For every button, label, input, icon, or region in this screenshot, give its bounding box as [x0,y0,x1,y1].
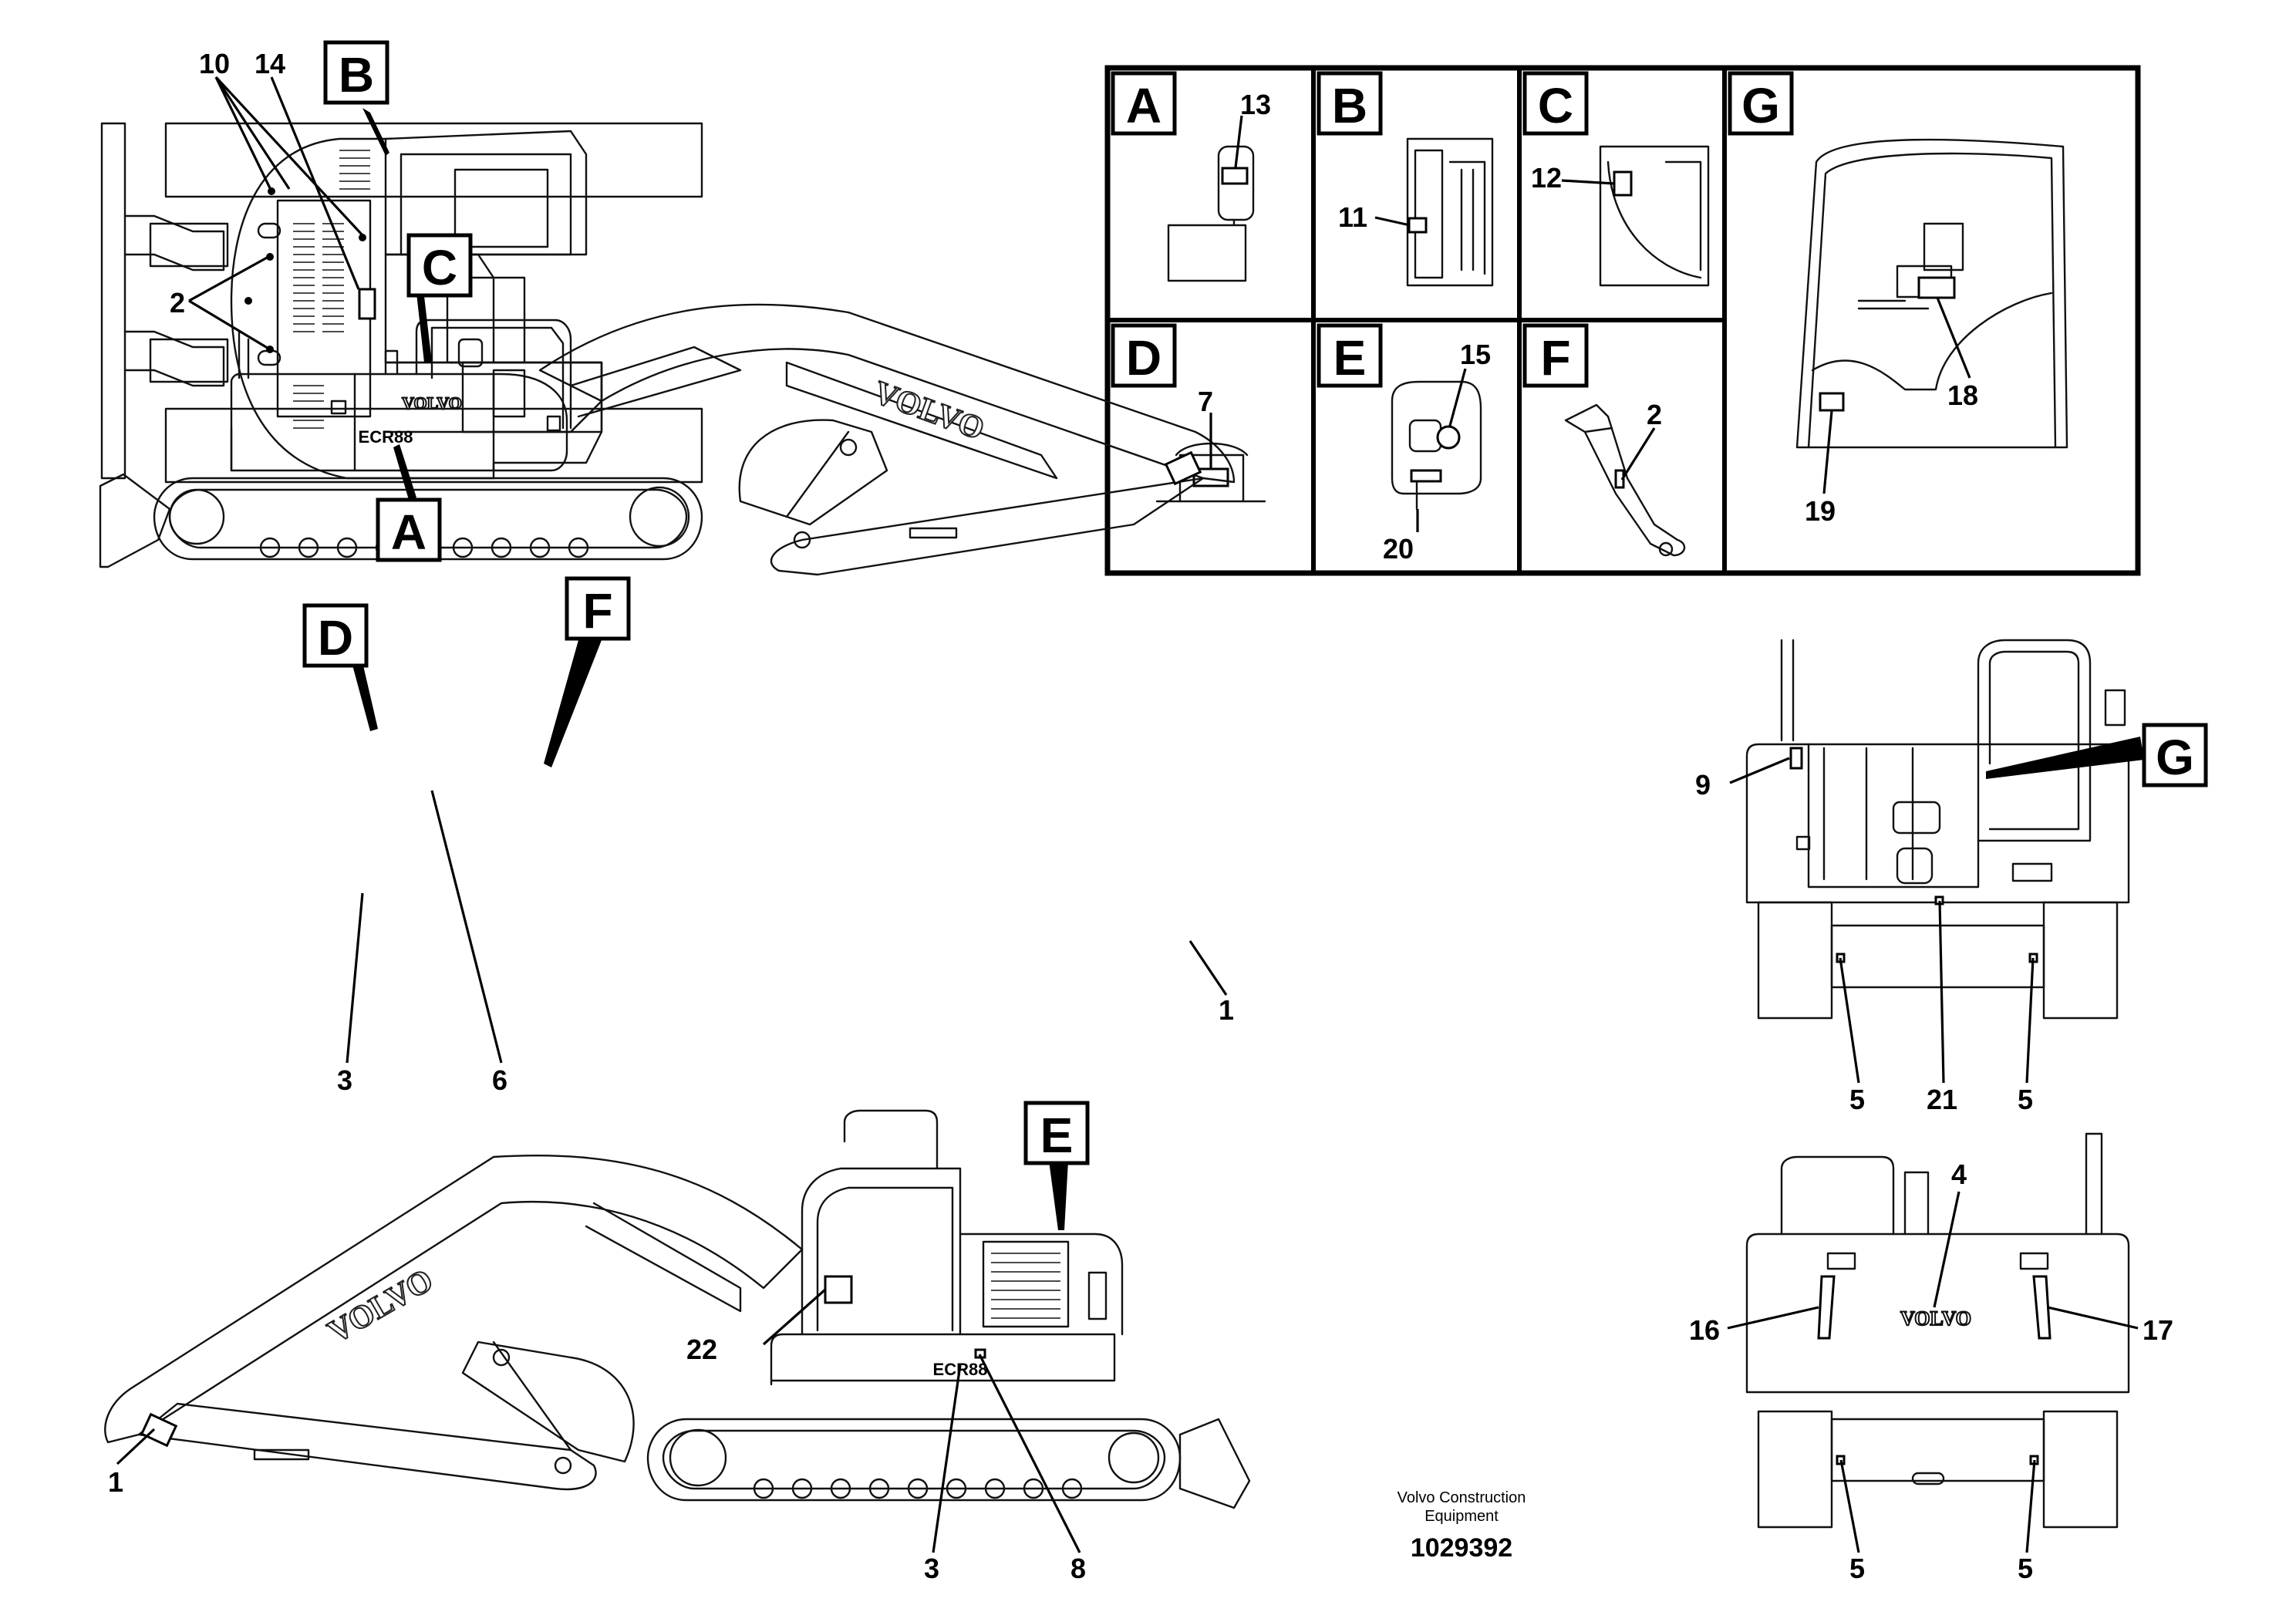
top-vent-grille [293,150,370,429]
view-label-c-top: C [406,233,473,298]
inset-label-c: C [1522,71,1589,136]
callout-17: 17 [2143,1314,2173,1346]
svg-text:F: F [1540,330,1570,386]
view-label-f: F [565,576,631,641]
svg-text:VOLVO: VOLVO [1900,1307,1971,1330]
inset-g-drawing [1795,138,2068,449]
callout-5-front-right: 5 [2018,1553,2033,1584]
svg-text:A: A [391,504,426,560]
document-number: 1029392 [1411,1533,1512,1563]
side-view-right: ECR88 VOLVO [104,1109,1251,1509]
view-label-a-top: A [376,497,442,562]
callout-numbers: 10 14 2 13 11 12 7 15 20 2 18 19 1 3 6 2… [108,48,2173,1584]
svg-text:E: E [1040,1108,1074,1163]
callout-5-front-left: 5 [1849,1553,1865,1584]
inset-label-b: B [1317,71,1383,136]
callout-22: 22 [686,1334,717,1365]
side1-boom-volvo: VOLVO [868,374,990,448]
inset-panel [1104,65,2141,576]
inset-label-d: D [1111,323,1177,388]
svg-text:VOLVO: VOLVO [869,375,989,447]
inset-f-drawing [1564,403,1686,557]
svg-text:VOLVO: VOLVO [402,393,462,413]
callout-7: 7 [1198,386,1213,417]
callout-4: 4 [1951,1158,1967,1190]
svg-text:ECR88: ECR88 [359,427,413,447]
inset-c-drawing [1599,145,1710,287]
svg-text:C: C [1538,78,1573,133]
callout-8: 8 [1070,1553,1086,1584]
svg-text:G: G [1741,78,1780,133]
callout-1-side2: 1 [108,1466,123,1498]
pointers [351,108,2144,1230]
inset-label-e: E [1317,323,1383,388]
front-view: VOLVO [1745,1132,2130,1529]
front-volvo-logo: VOLVO [1900,1307,1972,1330]
svg-text:G: G [2156,730,2194,785]
inset-label-g: G [1728,71,1794,136]
callout-5-rear-right: 5 [2018,1084,2033,1115]
callout-3-side2: 3 [924,1553,939,1584]
callout-2-inset: 2 [1647,399,1662,430]
inset-label-f: F [1522,323,1589,388]
svg-text:B: B [1332,78,1367,133]
callout-20: 20 [1383,533,1414,565]
view-label-b-top: B [323,40,389,105]
view-label-g: G [2142,723,2208,787]
publisher-footer: Volvo Construction Equipment 1029392 [1397,1489,1526,1563]
side2-vent-grille [991,1253,1060,1319]
callout-11: 11 [1338,201,1367,233]
side1-volvo-logo: VOLVO [401,393,463,413]
svg-text:D: D [318,610,353,666]
callout-14: 14 [255,48,285,79]
callout-12: 12 [1531,162,1562,194]
callout-21: 21 [1927,1084,1957,1115]
callout-19: 19 [1805,495,1836,527]
inset-a-drawing [1167,145,1255,282]
callout-6-side1: 6 [492,1064,507,1096]
svg-text:B: B [339,47,374,103]
publisher-division: Equipment [1424,1508,1499,1525]
callout-3-side1: 3 [337,1064,352,1096]
callout-10: 10 [199,48,230,79]
publisher-name: Volvo Construction [1397,1489,1526,1506]
callout-18: 18 [1947,379,1978,411]
callout-15: 15 [1460,339,1491,370]
inset-label-a: A [1111,71,1177,136]
svg-text:A: A [1126,78,1161,133]
side-view-left: VOLVO ECR88 VOLVO [99,303,1236,576]
side1-model-decal: ECR88 [359,427,413,447]
svg-text:D: D [1126,330,1161,386]
inset-b-drawing [1406,137,1494,287]
svg-text:C: C [422,240,457,295]
callout-2-top: 2 [170,287,185,319]
callout-9: 9 [1695,769,1711,801]
svg-text:E: E [1333,330,1367,386]
svg-text:F: F [582,583,612,639]
view-label-e: E [1023,1101,1090,1165]
inset-e-drawing [1391,380,1482,511]
callout-13: 13 [1240,89,1271,120]
rear-view [1745,639,2130,1020]
callout-5-rear-left: 5 [1849,1084,1865,1115]
leader-lines [116,76,2139,1553]
view-label-d: D [302,603,369,668]
callout-16: 16 [1689,1314,1720,1346]
callout-1-side1: 1 [1219,994,1234,1026]
